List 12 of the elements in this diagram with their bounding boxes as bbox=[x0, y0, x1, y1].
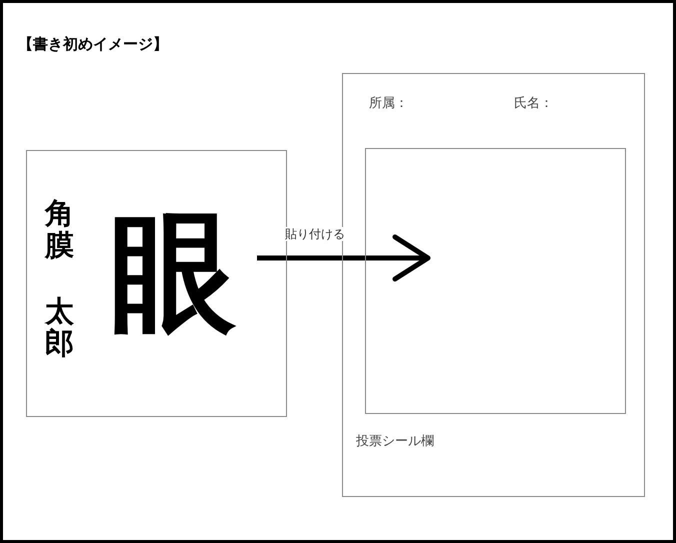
name-text: 角膜 bbox=[45, 198, 74, 262]
field-label: 所属： bbox=[369, 95, 408, 112]
arrow bbox=[257, 234, 430, 282]
edge-label: 貼り付ける bbox=[284, 227, 346, 242]
field-label: 投票シール欄 bbox=[356, 433, 434, 450]
field-label: 氏名： bbox=[514, 95, 553, 112]
name-text: 太郎 bbox=[45, 296, 74, 360]
form-panel bbox=[342, 73, 645, 497]
calligraphy-character: 眼 bbox=[89, 203, 257, 343]
sticker-area bbox=[365, 148, 626, 414]
title: 【書き初めイメージ】 bbox=[18, 35, 168, 54]
paper-sheet bbox=[26, 150, 287, 417]
